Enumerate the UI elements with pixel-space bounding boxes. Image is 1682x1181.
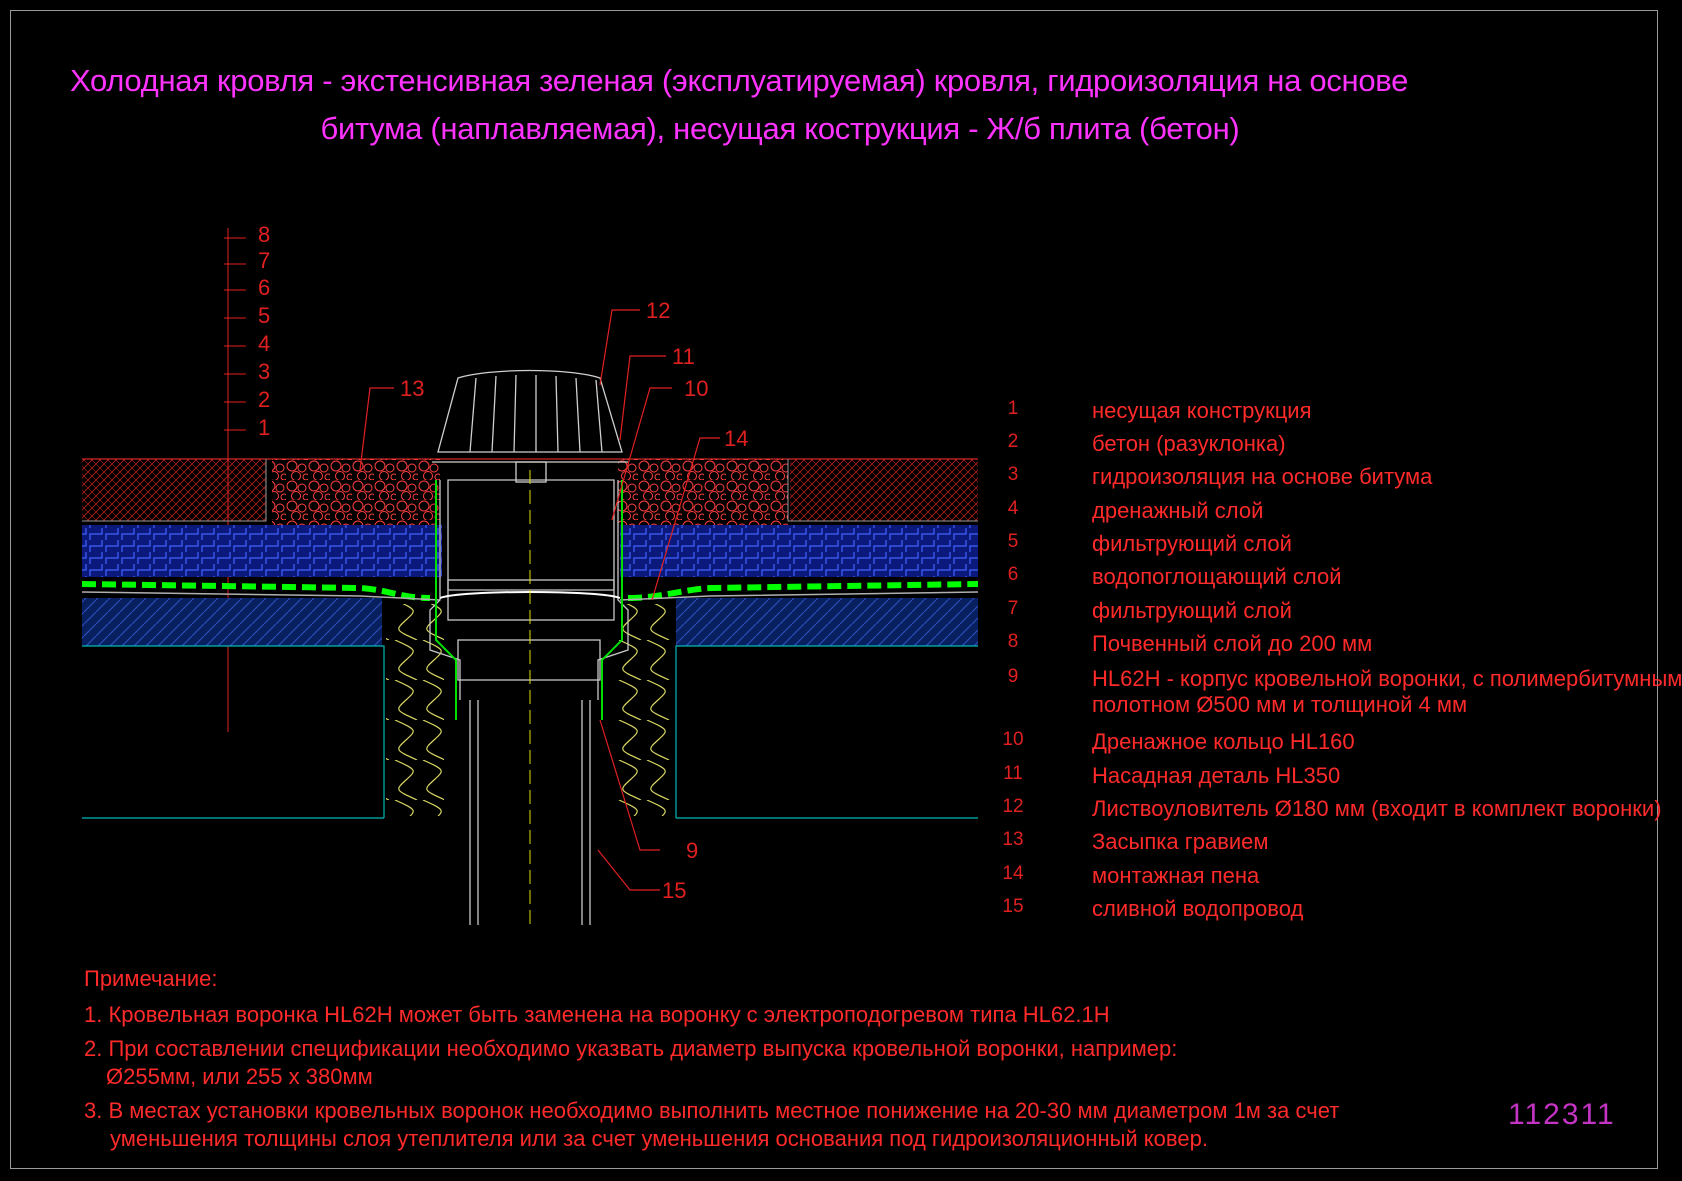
legend-text: сливной водопровод bbox=[1092, 896, 1304, 921]
notes-heading: Примечание: bbox=[84, 966, 218, 991]
legend-text: водопоглощающий слой bbox=[1092, 564, 1342, 589]
legend-text: HL62H - корпус кровельной воронки, с пол… bbox=[1092, 666, 1682, 691]
legend-text: фильтрующий слой bbox=[1092, 531, 1292, 556]
insulation-left bbox=[386, 604, 444, 816]
note-2-continued: Ø255мм, или 255 х 380мм bbox=[106, 1064, 373, 1089]
legend-num: 8 bbox=[1007, 631, 1019, 652]
drawing-code: 112311 bbox=[1508, 1098, 1616, 1131]
legend-num: 11 bbox=[1003, 763, 1023, 784]
leaf-guard bbox=[432, 369, 628, 483]
callout-11: 11 bbox=[672, 344, 695, 369]
note-2: 2. При составлении спецификации необходи… bbox=[84, 1036, 1178, 1061]
callout-14: 14 bbox=[724, 426, 748, 451]
legend-num: 6 bbox=[1007, 564, 1019, 585]
legend-num: 5 bbox=[1007, 531, 1019, 552]
gravel-backfill-right bbox=[618, 459, 788, 525]
legend-num: 4 bbox=[1007, 498, 1019, 519]
legend-num: 7 bbox=[1007, 598, 1019, 619]
legend-num: 1 bbox=[1007, 398, 1019, 419]
note-3: 3. В местах установки кровельных воронок… bbox=[84, 1098, 1340, 1123]
legend-num: 14 bbox=[1002, 863, 1024, 884]
legend-text: фильтрующий слой bbox=[1092, 598, 1292, 623]
concrete-slope-right bbox=[676, 598, 978, 646]
scale-label-2: 2 bbox=[258, 387, 270, 412]
legend-num: 10 bbox=[1002, 729, 1024, 750]
legend-text: Почвенный слой до 200 мм bbox=[1092, 631, 1373, 656]
legend-text: несущая конструкция bbox=[1092, 398, 1312, 423]
legend-num: 15 bbox=[1002, 896, 1024, 917]
drainage-layer-left bbox=[82, 525, 442, 577]
scale-label-5: 5 bbox=[258, 303, 270, 328]
layer-scale: 8 7 6 5 4 3 2 1 bbox=[224, 222, 270, 732]
title-line-1: Холодная кровля - экстенсивная зеленая (… bbox=[70, 63, 1409, 98]
legend-num: 9 bbox=[1007, 666, 1019, 687]
legend-text: Листвоуловитель Ø180 мм (входит в компле… bbox=[1092, 796, 1662, 821]
legend-text: Дренажное кольцо HL160 bbox=[1092, 729, 1355, 754]
scale-label-3: 3 bbox=[258, 359, 270, 384]
legend-num: 12 bbox=[1002, 796, 1024, 817]
legend-num: 2 bbox=[1007, 431, 1019, 452]
callout-9: 9 bbox=[686, 838, 698, 863]
insulation-right bbox=[616, 604, 674, 816]
legend-num: 3 bbox=[1007, 464, 1019, 485]
scale-label-8: 8 bbox=[258, 222, 270, 247]
scale-label-7: 7 bbox=[258, 248, 270, 273]
scale-label-1: 1 bbox=[258, 415, 270, 440]
drawing-frame bbox=[10, 10, 1658, 1169]
concrete-slope-left bbox=[82, 598, 382, 646]
legend-text: Засыпка гравием bbox=[1092, 829, 1269, 854]
legend-num: 13 bbox=[1002, 829, 1024, 850]
callout-12: 12 bbox=[646, 298, 670, 323]
legend-text: дренажный слой bbox=[1092, 498, 1264, 523]
gravel-backfill-left bbox=[272, 459, 440, 525]
callout-13: 13 bbox=[400, 376, 424, 401]
soil-layer bbox=[82, 458, 978, 521]
title-line-2: битума (наплавляемая), несущая кострукци… bbox=[320, 111, 1240, 146]
scale-label-4: 4 bbox=[258, 331, 270, 356]
legend-text: бетон (разуклонка) bbox=[1092, 431, 1286, 456]
legend-text: Насадная деталь HL350 bbox=[1092, 763, 1341, 788]
callout-15: 15 bbox=[662, 878, 686, 903]
note-3-continued: уменьшения толщины слоя утеплителя или з… bbox=[110, 1126, 1208, 1151]
filter-membrane bbox=[81, 581, 979, 601]
legend-text: монтажная пена bbox=[1092, 863, 1260, 888]
roof-drain-body bbox=[429, 479, 629, 925]
callout-10: 10 bbox=[684, 376, 708, 401]
note-1: 1. Кровельная воронка HL62H может быть з… bbox=[84, 1002, 1110, 1027]
legend-text-continued: полотном Ø500 мм и толщиной 4 мм bbox=[1092, 692, 1468, 717]
scale-label-6: 6 bbox=[258, 275, 270, 300]
drainage-layer-right bbox=[620, 525, 978, 577]
legend-text: гидроизоляция на основе битума bbox=[1092, 464, 1433, 489]
